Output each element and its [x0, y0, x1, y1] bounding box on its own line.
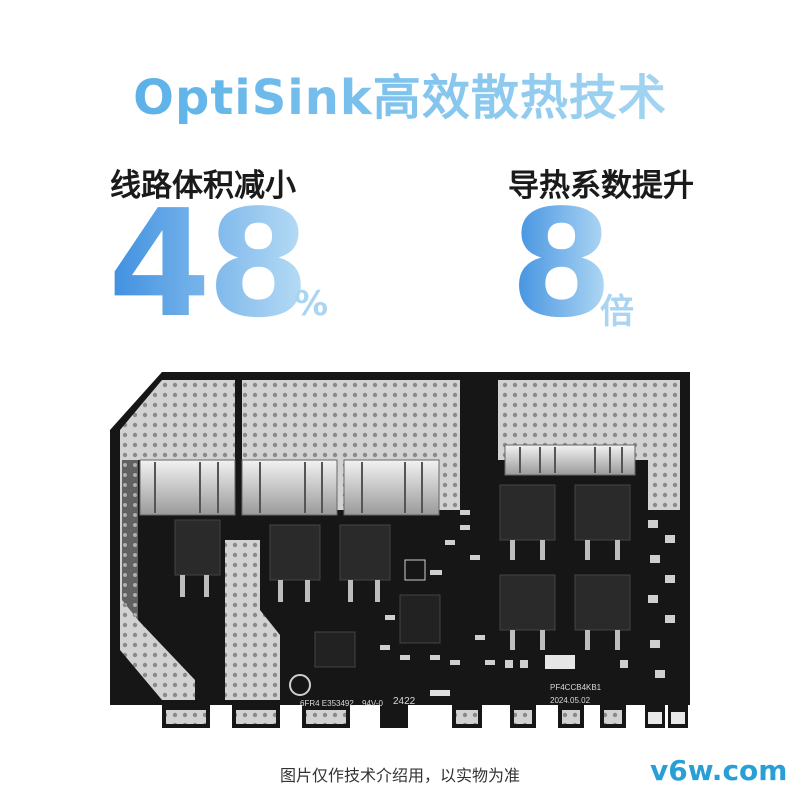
silkscreen-date: 2024.05.02 — [550, 696, 591, 705]
silkscreen-model: PF4CCB4KB1 — [550, 683, 602, 692]
certification-mark — [289, 674, 311, 696]
silkscreen-part-left: 6FR4 E353492 — [300, 699, 354, 708]
mosfet-packages — [174, 484, 631, 631]
stat-label-volume: 线路体积减小 — [110, 168, 296, 204]
circuit-board-photo: 6FR4 E353492 94V-0 2422 PF4CCB4KB1 2024.… — [100, 360, 700, 750]
silkscreen-rating: 94V-0 — [362, 699, 383, 708]
heatsink-row-left — [139, 459, 440, 516]
edge-connector-pads — [166, 710, 685, 724]
stat-label-conductivity: 导热系数提升 — [508, 168, 694, 204]
circuit-board-illustration: 6FR4 E353492 94V-0 2422 PF4CCB4KB1 2024.… — [110, 372, 690, 728]
disclaimer-note: 图片仅作技术介绍用，以实物为准 — [279, 766, 520, 785]
control-ics — [314, 594, 575, 669]
stat-unit-percent: % — [294, 284, 329, 324]
site-watermark: v6w.com — [650, 754, 788, 787]
headline-title: OptiSink高效散热技术 — [0, 58, 800, 128]
thermal-pad-lower — [225, 540, 280, 700]
stat-value-conductivity: 8 — [510, 178, 613, 350]
silkscreen-code: 2422 — [393, 696, 416, 707]
heatsink-row-right — [504, 444, 636, 476]
smd-components — [380, 510, 675, 696]
stat-value-volume: 48 — [108, 178, 310, 350]
stat-unit-times: 倍 — [600, 292, 634, 332]
mosfet-leads — [180, 540, 620, 650]
